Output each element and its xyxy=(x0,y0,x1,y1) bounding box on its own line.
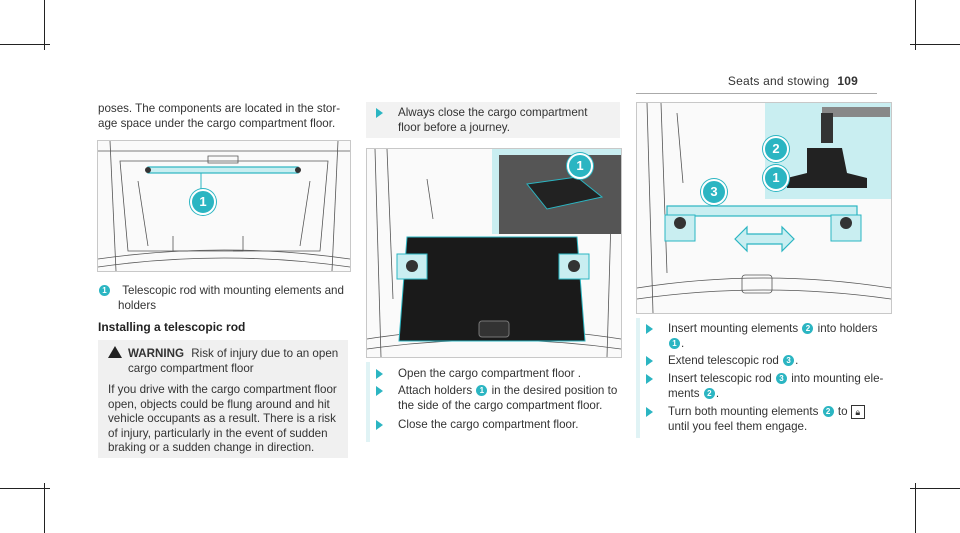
warning-title: WARNING xyxy=(128,347,185,360)
crop-mark xyxy=(44,483,45,533)
mounting-illustration xyxy=(637,103,891,313)
legend-line: holders xyxy=(118,298,157,312)
intro-text: poses. The components are located in the… xyxy=(98,102,358,131)
note-line: Always close the cargo compartment xyxy=(398,106,588,119)
crop-mark xyxy=(910,488,960,489)
crop-mark xyxy=(910,44,960,45)
step-text: Turn both mounting elements xyxy=(668,405,819,418)
step-text: the side of the cargo compartment floor. xyxy=(398,398,603,412)
warning-lead: Risk of injury due to an open xyxy=(191,347,339,360)
step-text: Open the cargo compartment floor . xyxy=(398,367,582,380)
arrow-right-icon xyxy=(376,108,383,118)
step-text: ments xyxy=(668,386,700,400)
step-insert-rod: Insert telescopic rod 3 into mounting el… xyxy=(646,372,890,401)
warning-line: vehicle occupants as a result. There is … xyxy=(108,412,336,425)
step-text: Insert mounting elements xyxy=(668,322,799,335)
section-title: Seats and stowing xyxy=(727,74,830,88)
step-open-floor: Open the cargo compartment floor . xyxy=(376,367,616,382)
callout-2: 2 xyxy=(763,136,789,162)
crop-mark xyxy=(915,483,916,533)
arrow-right-icon xyxy=(376,420,383,430)
crop-mark xyxy=(0,44,50,45)
warning-body: If you drive with the cargo compartment … xyxy=(108,383,344,456)
arrow-right-icon xyxy=(646,407,653,417)
step-text: until you feel them engage. xyxy=(668,419,808,433)
step-text: into holders xyxy=(817,322,878,335)
step-text: . xyxy=(795,354,799,367)
page-number: 109 xyxy=(837,74,858,88)
step-text: . xyxy=(715,386,720,400)
step-bar xyxy=(636,318,640,438)
note-box xyxy=(366,102,620,138)
section-heading: Installing a telescopic rod xyxy=(98,320,246,334)
note-step: Always close the cargo compartment floor… xyxy=(376,106,616,135)
figure-cargo-floor: 1 xyxy=(366,148,622,358)
lock-icon: 🔒︎ xyxy=(850,405,865,419)
callout-3: 3 xyxy=(701,179,727,205)
ref-number: 2 xyxy=(822,406,834,417)
callout-1: 1 xyxy=(763,165,789,191)
step-text: Insert telescopic rod xyxy=(668,372,772,385)
arrow-right-icon xyxy=(646,356,653,366)
warning-header: WARNING Risk of injury due to an open ca… xyxy=(108,346,344,376)
crop-mark xyxy=(915,0,916,50)
note-line: floor before a journey. xyxy=(398,120,510,134)
figure-trunk-rod: 1 xyxy=(97,140,351,272)
cargo-floor-illustration xyxy=(367,149,621,357)
ref-number: 1 xyxy=(669,337,680,349)
step-bar xyxy=(366,362,370,442)
warning-triangle-icon xyxy=(108,346,122,358)
header-rule xyxy=(636,93,877,94)
step-insert-elements: Insert mounting elements 2 into holders … xyxy=(646,322,890,351)
step-close-floor: Close the cargo compartment floor. xyxy=(376,418,616,433)
crop-mark xyxy=(44,0,45,50)
ref-number: 1 xyxy=(476,385,488,396)
step-attach-holders: Attach holders 1 in the desired position… xyxy=(376,384,620,413)
figure-mounting: 2 1 3 xyxy=(636,102,892,314)
arrow-right-icon xyxy=(376,386,383,396)
step-text: Attach holders xyxy=(398,384,473,397)
warning-lead2: cargo compartment floor xyxy=(128,361,254,375)
figure-legend: 1 Telescopic rod with mounting elements … xyxy=(98,284,358,313)
warning-box: WARNING Risk of injury due to an open ca… xyxy=(98,340,348,458)
ref-number: 3 xyxy=(783,355,795,366)
step-turn-elements: Turn both mounting elements 2 to 🔒︎ unti… xyxy=(646,405,890,434)
arrow-right-icon xyxy=(376,369,383,379)
step-text: . xyxy=(681,336,685,350)
intro-line: age space under the cargo compartment fl… xyxy=(98,116,336,130)
step-text: in the desired position to xyxy=(491,384,618,397)
running-header: Seats and stowing 109 xyxy=(728,74,858,88)
step-text: to xyxy=(837,405,848,418)
warning-line: If you drive with the cargo compartment … xyxy=(108,383,337,396)
warning-line: of injury, particularly in the event of … xyxy=(108,426,328,440)
legend-number: 1 xyxy=(99,285,110,296)
step-text: Close the cargo compartment floor. xyxy=(398,418,579,431)
ref-number: 2 xyxy=(703,387,715,399)
crop-mark xyxy=(0,488,50,489)
legend-line: Telescopic rod with mounting elements an… xyxy=(122,284,344,297)
arrow-right-icon xyxy=(646,374,653,384)
warning-line: open, objects could be flung around and … xyxy=(108,397,330,411)
ref-number: 3 xyxy=(775,373,787,384)
intro-line: poses. The components are located in the… xyxy=(98,102,341,115)
trunk-rod-illustration xyxy=(98,141,350,271)
ref-number: 2 xyxy=(802,323,814,334)
step-text: into mounting ele- xyxy=(791,372,884,385)
arrow-right-icon xyxy=(646,324,653,334)
step-extend-rod: Extend telescopic rod 3. xyxy=(646,354,890,369)
step-text: Extend telescopic rod xyxy=(668,354,779,367)
callout-1: 1 xyxy=(567,153,593,179)
callout-1: 1 xyxy=(190,189,216,215)
warning-line: braking or a sudden change in direction. xyxy=(108,441,315,454)
